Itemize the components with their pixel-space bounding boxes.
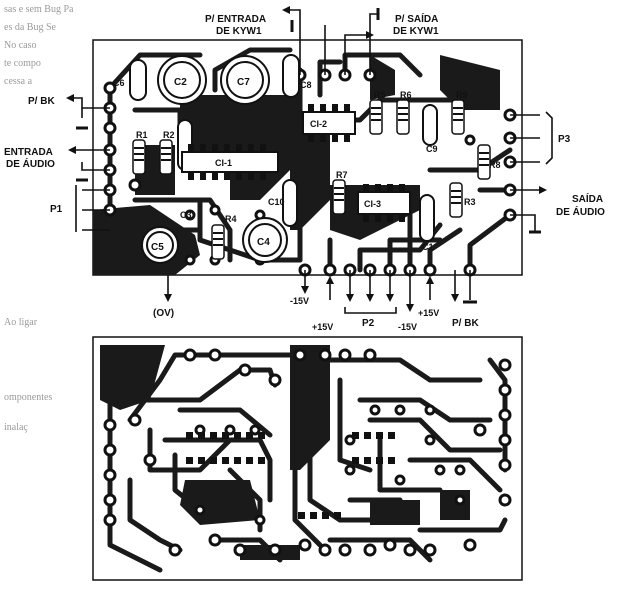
- label-c1: C1: [422, 242, 434, 252]
- supply-label-1: -15V: [290, 296, 309, 306]
- supply-label-3: -15V: [398, 322, 417, 332]
- label-c10: C10: [268, 197, 285, 207]
- label-c7: C7: [237, 77, 250, 88]
- c7-body: [220, 55, 270, 105]
- r3-body: [449, 182, 463, 218]
- label-c4: C4: [257, 237, 270, 248]
- copper-side-board: [92, 336, 523, 581]
- label-r1: R1: [136, 130, 148, 140]
- saida-kyw1-label-1: P/ SAÍDA: [395, 12, 438, 25]
- c8-body: [282, 54, 300, 98]
- r6-body: [396, 99, 410, 135]
- label-c9: C9: [426, 144, 438, 154]
- r5-body: [369, 99, 383, 135]
- r2-body: [159, 139, 173, 175]
- connection-leads: [66, 6, 553, 314]
- label-r2: R2: [163, 130, 175, 140]
- label-r9: R9: [456, 90, 468, 100]
- c6-body: [129, 59, 147, 101]
- bg-text-3: No caso: [4, 40, 37, 51]
- bg-text-8: inalaç: [4, 422, 28, 433]
- c1-body: [419, 194, 435, 242]
- p3-label: P3: [558, 134, 571, 145]
- bg-text-1: sas e sem Bug Pa: [4, 4, 74, 15]
- label-r4: R4: [225, 214, 237, 224]
- background-text: sas e sem Bug Pa es da Bug Se No caso te…: [4, 4, 74, 433]
- saida-kyw1-label-2: DE KYW1: [393, 26, 439, 37]
- ci3-body: [357, 191, 411, 215]
- label-ci1: CI-1: [215, 158, 232, 168]
- c2-body: [157, 55, 207, 105]
- c9-body: [422, 104, 438, 146]
- label-c6: C6: [113, 78, 125, 88]
- bg-text-4: te compo: [4, 58, 41, 69]
- component-side-board: C6 C2 C7 C8 R1 R2 CI-1 CI-2 CI-3 R5 R6 R…: [92, 39, 523, 277]
- saida-audio-label-2: DE ÁUDIO: [556, 205, 605, 218]
- bg-text-2: es da Bug Se: [4, 22, 57, 33]
- label-r5: R5: [374, 90, 386, 100]
- entrada-audio-label-1: ENTRADA: [4, 147, 53, 158]
- p2-label: P2: [362, 318, 375, 329]
- pads-bottom: [103, 348, 512, 557]
- r7-body: [332, 179, 346, 215]
- bg-text-5: cessa a: [4, 76, 33, 87]
- ov-label: (OV): [153, 308, 174, 319]
- tracks-top: [107, 47, 513, 273]
- c10-body: [282, 179, 298, 227]
- connection-labels: P/ ENTRADA DE KYW1 P/ SAÍDA DE KYW1 P/ B…: [4, 12, 605, 332]
- component-labels: C6 C2 C7 C8 R1 R2 CI-1 CI-2 CI-3 R5 R6 R…: [113, 77, 501, 253]
- bg-text-7: omponentes: [4, 392, 52, 403]
- capacitors-top: [129, 54, 438, 264]
- label-r3: R3: [464, 197, 476, 207]
- label-c8: C8: [300, 80, 312, 90]
- bk-left-label: P/ BK: [28, 96, 55, 107]
- r9-body: [451, 99, 465, 135]
- supply-label-2: +15V: [312, 322, 333, 332]
- entrada-kyw1-label-2: DE KYW1: [216, 26, 262, 37]
- ic-pads-bottom: [186, 432, 395, 519]
- r1-body: [132, 139, 146, 175]
- supply-label-4: +15V: [418, 308, 439, 318]
- saida-audio-label-1: SAÍDA: [572, 192, 603, 205]
- p1-label: P1: [50, 204, 63, 215]
- label-ci2: CI-2: [310, 119, 327, 129]
- label-r7: R7: [336, 170, 348, 180]
- r4-body: [211, 224, 225, 260]
- resistor-bands: [134, 107, 489, 246]
- label-c5: C5: [151, 242, 164, 253]
- label-r8: R8: [489, 160, 501, 170]
- bg-text-6: Ao ligar: [4, 317, 38, 328]
- entrada-audio-label-2: DE ÁUDIO: [6, 157, 55, 170]
- entrada-kyw1-label-1: P/ ENTRADA: [205, 14, 266, 25]
- label-ci3: CI-3: [364, 199, 381, 209]
- label-r6: R6: [400, 90, 412, 100]
- ci2-body: [302, 111, 356, 135]
- ic-chips-top: [181, 104, 411, 222]
- bk-bottom-label: P/ BK: [452, 318, 479, 329]
- label-c2: C2: [174, 77, 187, 88]
- label-c3: C3: [180, 210, 192, 220]
